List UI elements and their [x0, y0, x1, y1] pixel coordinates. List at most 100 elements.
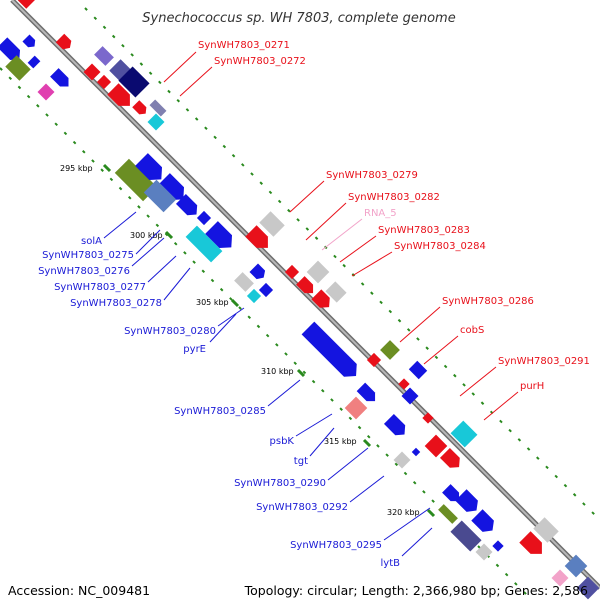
gene-arrow[interactable]: [55, 33, 74, 52]
gene-arrow[interactable]: [519, 531, 547, 559]
gene-box[interactable]: [450, 420, 478, 448]
gene-box[interactable]: [325, 281, 347, 303]
backbone: [10, 0, 600, 590]
rna-leader-line: [321, 218, 363, 251]
gene-box[interactable]: [5, 55, 31, 81]
gene-box[interactable]: [147, 113, 165, 131]
gene-arrow[interactable]: [383, 413, 409, 439]
gene-box[interactable]: [94, 46, 114, 66]
gene-arrow[interactable]: [157, 173, 190, 206]
forward-leader-lines: [163, 51, 519, 421]
gene-box[interactable]: [118, 66, 150, 98]
gene-arrow[interactable]: [132, 100, 149, 117]
gene-box[interactable]: [284, 264, 300, 280]
gene-box[interactable]: [450, 520, 482, 552]
gene-label[interactable]: psbK: [270, 436, 295, 447]
gene-arrow[interactable]: [356, 382, 380, 406]
tick-mark: [230, 298, 240, 308]
gene-arrow[interactable]: [471, 509, 498, 536]
gene-arrow[interactable]: [249, 263, 268, 282]
gene-label[interactable]: SynWH7803_0276: [38, 266, 130, 277]
gene-box[interactable]: [143, 179, 177, 213]
gene-arrow[interactable]: [50, 68, 73, 91]
gene-box[interactable]: [393, 451, 411, 469]
gene-label[interactable]: SynWH7803_0280: [124, 326, 216, 337]
gene-label[interactable]: SynWH7803_0290: [234, 478, 326, 489]
reverse-gene-labels: solA SynWH7803_0275 SynWH7803_0276 SynWH…: [38, 236, 400, 569]
gene-box[interactable]: [258, 282, 274, 298]
gene-label[interactable]: SynWH7803_0278: [70, 298, 162, 309]
gene-box[interactable]: [259, 211, 285, 237]
gene-label[interactable]: cobS: [460, 325, 484, 336]
gene-box[interactable]: [196, 210, 212, 226]
gene-label[interactable]: SynWH7803_0286: [442, 296, 534, 307]
gene-box[interactable]: [475, 543, 493, 561]
gene-label[interactable]: SynWH7803_0279: [326, 170, 418, 181]
gene-label[interactable]: SynWH7803_0292: [256, 502, 348, 513]
gene-label[interactable]: solA: [81, 236, 102, 247]
gene-label[interactable]: SynWH7803_0283: [378, 225, 470, 236]
gene-box[interactable]: [246, 288, 262, 304]
gene-box[interactable]: [234, 272, 254, 292]
gene-box[interactable]: [424, 434, 448, 458]
gene-arrow[interactable]: [17, 0, 37, 9]
gene-arrow[interactable]: [311, 289, 334, 312]
genome-summary-text: Topology: circular; Length: 2,366,980 bp…: [244, 583, 588, 598]
gene-box[interactable]: [411, 447, 421, 457]
gene-box[interactable]: [366, 352, 382, 368]
gene-box[interactable]: [344, 396, 368, 420]
gene-label[interactable]: tgt: [294, 456, 308, 467]
gene-arrow[interactable]: [0, 37, 24, 64]
gene-arrow[interactable]: [135, 153, 168, 186]
gene-label[interactable]: SynWH7803_0284: [394, 241, 486, 252]
tick-label-295: 295 kbp: [60, 164, 93, 173]
gene-label[interactable]: SynWH7803_0277: [54, 282, 146, 293]
gene-arrow[interactable]: [455, 489, 482, 516]
tick-mark: [426, 508, 436, 518]
gene-box[interactable]: [492, 540, 504, 552]
gene-box[interactable]: [551, 569, 569, 587]
gene-box[interactable]: [37, 83, 55, 101]
gene-arrow[interactable]: [22, 34, 38, 50]
gene-label[interactable]: pyrE: [183, 344, 206, 355]
accession-text: Accession: NC_009481: [8, 583, 151, 598]
reverse-leader-lines: [103, 211, 433, 557]
gene-box[interactable]: [306, 260, 330, 284]
tick-label-305: 305 kbp: [196, 298, 229, 307]
gene-box[interactable]: [438, 504, 458, 524]
gene-label[interactable]: SynWH7803_0291: [498, 356, 590, 367]
gene-box[interactable]: [533, 517, 559, 543]
gene-box[interactable]: [185, 225, 223, 263]
gene-arrow[interactable]: [301, 321, 363, 383]
tick-labels: 295 kbp 300 kbp 305 kbp 310 kbp 315 kbp …: [60, 164, 420, 517]
gene-label[interactable]: purH: [520, 381, 544, 392]
gene-box[interactable]: [27, 55, 41, 69]
tick-label-300: 300 kbp: [130, 231, 163, 240]
gene-label[interactable]: SynWH7803_0272: [214, 56, 306, 67]
gene-label[interactable]: RNA_5: [364, 208, 397, 219]
gene-arrow[interactable]: [175, 193, 201, 219]
gene-label[interactable]: SynWH7803_0285: [174, 406, 266, 417]
gene-label[interactable]: SynWH7803_0282: [348, 192, 440, 203]
forward-gene-labels: SynWH7803_0271 SynWH7803_0272 SynWH7803_…: [198, 40, 590, 392]
gene-label[interactable]: SynWH7803_0271: [198, 40, 290, 51]
tick-mark: [102, 163, 112, 173]
gene-label[interactable]: SynWH7803_0295: [290, 540, 382, 551]
gene-box[interactable]: [408, 360, 428, 380]
tick-label-310: 310 kbp: [261, 367, 294, 376]
map-title: Synechococcus sp. WH 7803, complete geno…: [142, 11, 455, 26]
gene-box[interactable]: [83, 63, 101, 81]
tick-mark: [164, 230, 174, 240]
gene-label[interactable]: lytB: [381, 558, 401, 569]
tick-marks: [102, 163, 436, 518]
tick-label-320: 320 kbp: [387, 508, 420, 517]
tick-mark: [362, 438, 372, 448]
tick-mark: [296, 368, 306, 378]
gene-arrow[interactable]: [107, 83, 135, 111]
gene-arrow[interactable]: [205, 221, 238, 254]
tick-label-315: 315 kbp: [324, 437, 357, 446]
gene-box[interactable]: [149, 99, 167, 117]
gene-label[interactable]: SynWH7803_0275: [42, 250, 134, 261]
gene-box[interactable]: [380, 340, 400, 360]
